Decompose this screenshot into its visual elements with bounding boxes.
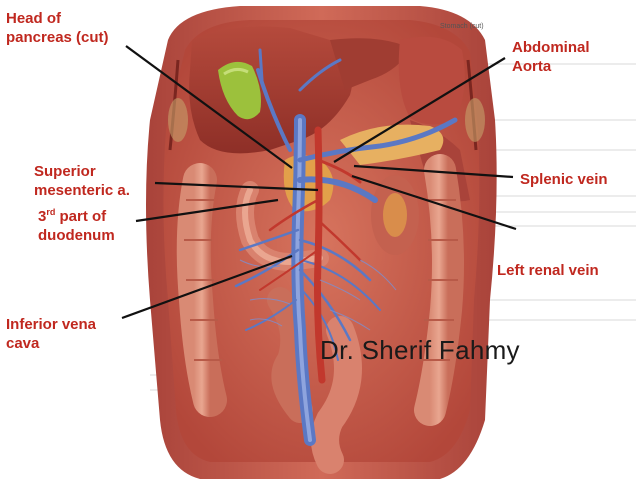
label-superior-mesenteric: Superior mesenteric a. <box>34 163 130 199</box>
pointer-third-part-duodenum <box>135 198 279 223</box>
pointer-abdominal-aorta <box>333 57 506 163</box>
pointer-superior-mesenteric <box>154 181 319 192</box>
label-splenic-vein: Splenic vein <box>520 171 608 188</box>
sigmoid-colon <box>267 287 362 474</box>
label-inferior-vena-cava: Inferior vena cava <box>6 316 97 352</box>
pointer-splenic-vein <box>353 164 514 179</box>
veins <box>234 48 458 446</box>
label-left-renal-vein: Left renal vein <box>497 262 599 279</box>
label-abdominal-aorta: Abdominal Aorta <box>512 39 590 75</box>
pointer-inferior-vena-cava <box>121 254 293 320</box>
pointer-lines <box>121 45 517 320</box>
watermark-author: Dr. Sherif Fahmy <box>320 335 520 365</box>
arteries <box>259 126 362 384</box>
label-third-part-duodenum: 3rd part of duodenum <box>38 207 115 245</box>
guide-lines <box>150 63 636 391</box>
left-kidney <box>371 175 419 255</box>
descending-colon <box>414 154 464 426</box>
pointer-left-renal-vein <box>351 174 517 231</box>
pointer-head-of-pancreas <box>125 45 293 169</box>
inset-caption: Stomach (cut) <box>440 23 484 30</box>
label-head-of-pancreas: Head of pancreas (cut) <box>6 10 109 46</box>
gallbladder <box>218 61 261 120</box>
